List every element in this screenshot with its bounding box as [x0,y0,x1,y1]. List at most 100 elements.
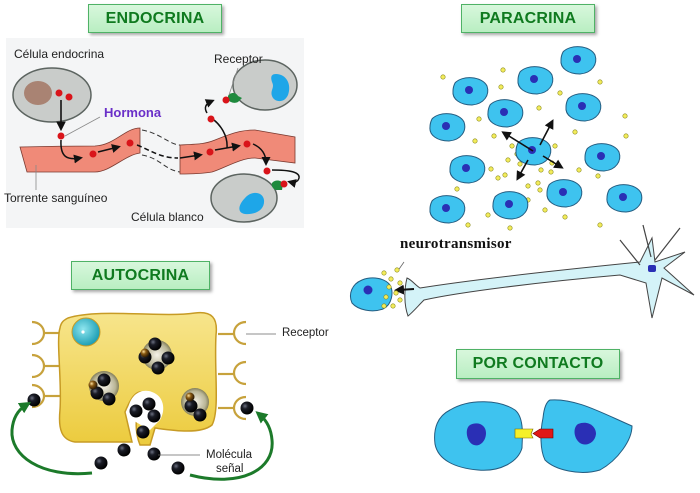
autocrine-cell [57,311,218,446]
autocrine-molecules [27,337,254,475]
paracrine-molecule [502,172,508,178]
release-arrow [394,284,415,295]
neurotransmitter-molecule [388,276,394,282]
receiving-cell [349,277,393,312]
paracrine-molecule [572,129,578,135]
paracrine-cell-nucleus [530,75,538,83]
neuron-nucleus [648,265,656,272]
receptor [228,93,242,103]
paracrine-molecule [595,173,601,179]
hormone-dot [280,180,288,188]
paracrine-molecule [498,84,504,90]
title-endocrina: ENDOCRINA [88,4,222,33]
signal-molecule [94,456,108,470]
paracrine-molecule [537,187,543,193]
paracrine-molecule [472,138,478,144]
signal-molecule-gold [185,392,195,402]
blood-vessel [179,129,296,175]
target-cell-nucleus [239,192,265,215]
diffusion-arrow [539,119,554,146]
leader-line [228,67,239,96]
ligand-receptor-yellow [514,428,534,439]
signal-molecule-gold [140,348,150,358]
flow-arrow [204,99,215,114]
diffusion-arrow [516,159,529,181]
hormone-dot [89,150,97,158]
endocrine-cell [12,67,92,123]
paracrine-molecule [597,222,603,228]
signal-molecule [151,361,165,375]
neurotransmitter-molecule [390,303,396,309]
paracrine-cell-nucleus [442,122,450,130]
signal-molecule [90,386,104,400]
autocrine-nucleus [71,317,101,347]
hormone-dot [65,93,73,101]
hormone-dot [263,167,271,175]
neurotransmitter-molecule [383,294,389,300]
diffusion-arrow [542,155,564,169]
flow-arrow [252,143,271,166]
neuron-axon [404,236,695,319]
paracrine-cell-nucleus [619,193,627,201]
flow-arrow [213,119,228,149]
signal-molecule [97,373,111,387]
hormone-dot [57,132,65,140]
signal-molecule [240,401,254,415]
title-paracrina: PARACRINA [461,4,595,33]
receptor [271,180,283,190]
neurotransmitter-molecule [397,297,403,303]
paracrine-cell-nucleus [578,102,586,110]
flow-arrow [179,151,203,161]
paracrine-molecule [548,169,554,175]
paracrine-cell-nucleus [573,55,581,63]
signal-molecule [136,425,150,439]
signal-molecule [171,461,185,475]
paracrine-molecule [509,143,515,149]
neurotransmitter-molecule [381,303,387,309]
signal-molecule [184,399,198,413]
flow-arrow [271,169,300,188]
paracrine-molecule [465,222,471,228]
paracrine-cell-nucleus [465,86,473,94]
vessel-dashed-bottom [141,154,181,173]
paracrine-molecule [440,74,446,80]
paracrine-cell-nucleus [505,200,513,208]
dendrite [654,227,681,261]
signal-molecule [193,408,207,422]
paracrine-molecule [485,212,491,218]
dendrite [642,224,652,258]
paracrine-molecule [552,143,558,149]
neurotransmitter-molecule [397,280,403,286]
blood-vessel [19,127,141,173]
signal-molecule [117,443,131,457]
neurotransmitter-molecule [393,290,399,296]
signal-molecule [27,393,41,407]
label-signal-molecule-2: señal [216,463,244,475]
paracrine-molecule [536,105,542,111]
paracrine-molecule [622,113,628,119]
ligand-receptor-red [532,428,554,439]
hormone-dot [55,89,63,97]
paracrine-molecule [557,90,563,96]
paracrine-molecule [542,207,548,213]
paracrine-molecule [517,161,523,167]
receptors-left [31,320,60,409]
target-cell [210,173,278,223]
autocrine-return-arrow-left [10,401,93,476]
hormone-dot [222,96,230,104]
paracrine-molecule [491,133,497,139]
signal-molecule [147,447,161,461]
label-neurotransmitter: neurotransmisor [400,236,512,252]
paracrine-molecule [507,225,513,231]
neurotransmitter-molecule [381,270,387,276]
paracrine-molecule [525,183,531,189]
signal-molecule [148,337,162,351]
paracrine-molecule [476,116,482,122]
contact-diagram [434,399,633,473]
neuron-diagram [349,224,695,319]
label-receptor-endocrine: Receptor [214,52,263,66]
label-bloodstream: Torrente sanguíneo [4,191,108,205]
endocrine-diagram [12,59,300,223]
title-por-contacto: POR CONTACTO [456,349,620,379]
